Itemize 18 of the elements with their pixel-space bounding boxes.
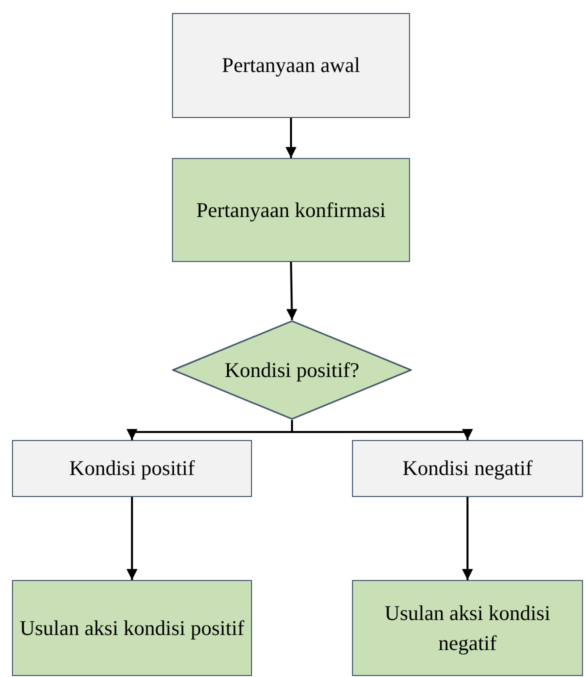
node-label: Usulan aksi kondisi negatif xyxy=(384,600,552,657)
process-box xyxy=(12,440,252,497)
node-label: Usulan aksi kondisi positif xyxy=(18,614,246,642)
arrow xyxy=(286,262,298,320)
process-box xyxy=(352,440,583,497)
arrow xyxy=(126,497,138,580)
arrow xyxy=(291,420,473,440)
node-label: Pertanyaan konfirmasi xyxy=(195,196,387,224)
node-label: Kondisi negatif xyxy=(401,455,534,482)
node-label: Kondisi positif? xyxy=(224,356,360,384)
arrow xyxy=(286,118,296,158)
arrow xyxy=(462,497,473,580)
process-box xyxy=(172,158,410,262)
node-label: Kondisi positif xyxy=(68,455,196,482)
process-box xyxy=(12,580,252,676)
process-box xyxy=(172,13,410,118)
node-label: Pertanyaan awal xyxy=(220,52,362,80)
process-box xyxy=(352,580,583,676)
